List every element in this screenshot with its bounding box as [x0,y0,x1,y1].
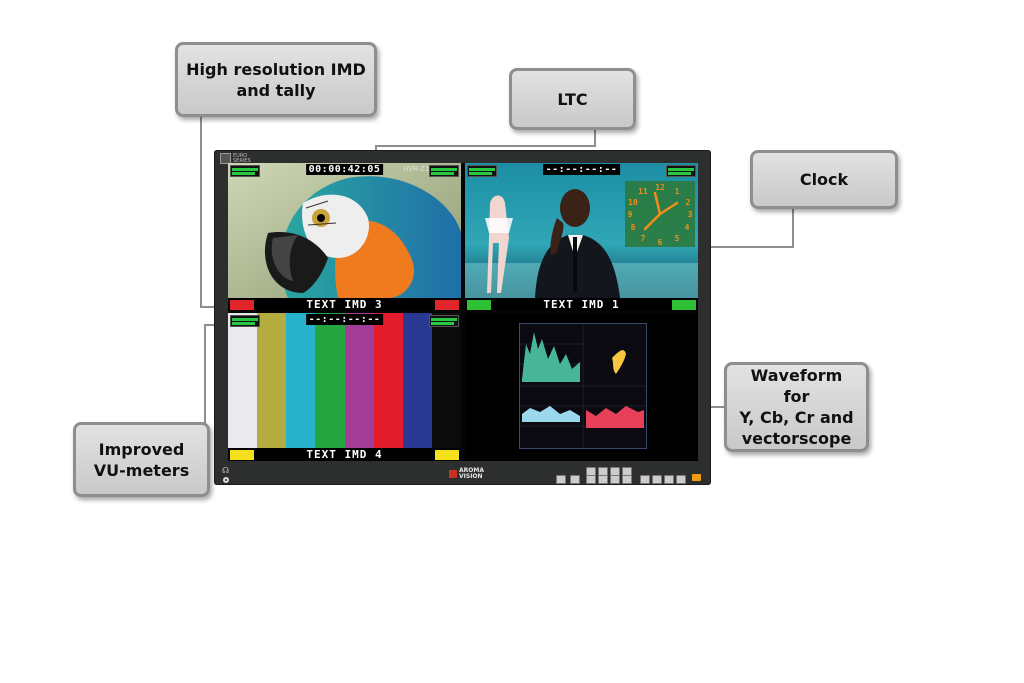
headphone-icon: ☊ [222,466,230,475]
tally-right [435,450,459,460]
series-logo-text: EURO SERIES [233,152,251,164]
svg-text:10: 10 [628,198,638,207]
monitor-screen: 00:00:42:05 HVR-Z1 TEXT IMD 3 [228,163,698,461]
panel-button[interactable] [676,475,686,484]
svg-text:12: 12 [655,183,665,192]
panel-button[interactable] [640,475,650,484]
color-bar-white [228,313,258,448]
quadrant-bottom-right [465,313,698,461]
callout-imd-line1: High resolution IMD [186,59,366,79]
callout-imd-tally: High resolution IMD and tally [175,42,377,117]
panel-button[interactable] [610,475,620,484]
svg-text:1: 1 [675,187,680,196]
tally-left [230,450,254,460]
color-bar-green [315,313,345,448]
svg-text:4: 4 [685,223,690,232]
analog-clock-overlay: 12 1 2 3 4 5 6 7 8 9 10 11 [625,181,695,247]
panel-button[interactable] [664,475,674,484]
stage-image: 12 1 2 3 4 5 6 7 8 9 10 11 [465,163,698,298]
color-bars [228,313,461,448]
panel-button[interactable] [570,475,580,484]
quadrant-top-left: 00:00:42:05 HVR-Z1 TEXT IMD 3 [228,163,461,311]
panel-button[interactable] [598,475,608,484]
svg-text:11: 11 [638,187,648,196]
callout-waveform-line3: vectorscope [741,429,852,448]
tally-right [435,300,459,310]
callout-vu-meters: Improved VU-meters [73,422,210,497]
quadrant-bottom-left: --:--:--:-- TEXT IMD 4 [228,313,461,461]
timecode-display: --:--:--:-- [305,314,384,325]
power-button[interactable] [692,474,701,481]
panel-button[interactable] [652,475,662,484]
timecode-display: --:--:--:-- [542,164,621,175]
quad-split-monitor: EURO SERIES [214,150,711,485]
waveform-scope-panel [519,323,647,449]
imd-label: TEXT IMD 1 [465,298,698,311]
svg-text:5: 5 [675,234,680,243]
callout-waveform: Waveform for Y, Cb, Cr and vectorscope [724,362,869,452]
brand-logo-text: AROMA VISION [459,467,484,480]
svg-text:8: 8 [631,223,636,232]
brand-logo: AROMA VISION [449,468,484,480]
color-bar-cyan [286,313,316,448]
source-format-label: HVR-Z1 [403,165,430,173]
panel-button[interactable] [586,475,596,484]
panel-button[interactable] [556,475,566,484]
color-bar-magenta [344,313,374,448]
callout-ltc-label: LTC [557,89,588,109]
vu-meter-right [429,315,459,327]
luma-waveform [522,332,580,382]
vu-meter-right [429,165,459,177]
vu-meter-right [666,165,696,177]
callout-clock-label: Clock [799,170,849,189]
panel-button[interactable] [622,475,632,484]
color-bar-red [373,313,403,448]
series-logo-mark [220,153,231,164]
imd-label: TEXT IMD 4 [228,448,461,461]
parrot-image [228,163,461,298]
vectorscope-trace [612,350,626,374]
tally-left [467,300,491,310]
callout-vu-line2: VU-meters [93,460,190,480]
color-bar-black [431,313,461,448]
vu-meter-left [230,165,260,177]
svg-text:6: 6 [658,238,663,247]
imd-label: TEXT IMD 3 [228,298,461,311]
svg-text:3: 3 [688,210,693,219]
vu-meter-left [230,315,260,327]
tally-right [672,300,696,310]
brand-logo-mark [449,470,457,478]
quadrant-top-right: 12 1 2 3 4 5 6 7 8 9 10 11 [465,163,698,311]
svg-text:2: 2 [686,198,691,207]
callout-clock: Clock [750,150,898,209]
series-logo: EURO SERIES [220,153,251,164]
callout-waveform-line1: Waveform for [750,366,843,406]
svg-text:9: 9 [628,210,633,219]
callout-imd-line2: and tally [236,80,316,100]
svg-text:7: 7 [641,234,646,243]
callout-ltc: LTC [509,68,636,130]
color-bar-yellow [257,313,287,448]
tally-left [230,300,254,310]
callout-vu-line1: Improved [98,439,185,459]
headphone-jack [223,477,229,483]
vu-meter-left [467,165,497,177]
cr-waveform [586,406,644,428]
color-bar-blue [402,313,432,448]
callout-waveform-line2: Y, Cb, Cr and [739,408,854,427]
timecode-display: 00:00:42:05 [305,164,384,175]
cb-waveform [522,406,580,422]
